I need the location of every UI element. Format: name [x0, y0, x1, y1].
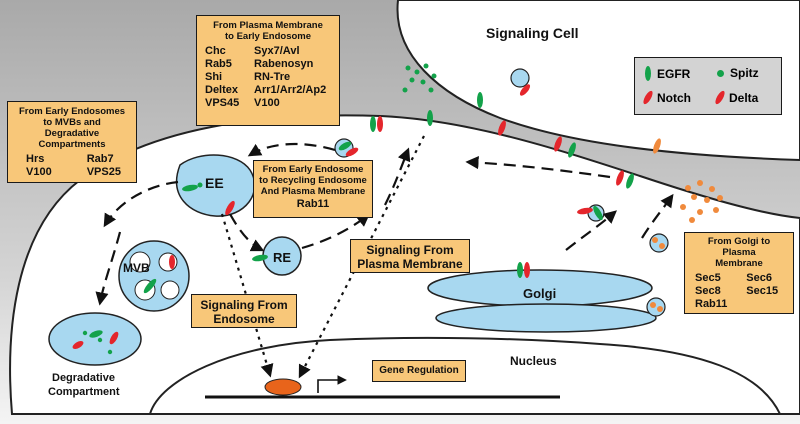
legend-notch: Notch: [641, 89, 691, 106]
signaling-cell-label: Signaling Cell: [486, 25, 579, 41]
gene-regulation-label: Gene Regulation: [379, 365, 459, 376]
box-ee-re-title-2: to Recycling Endosome: [259, 175, 367, 186]
protein-deltex: Deltex: [205, 84, 239, 96]
egfr-symbol: [645, 66, 651, 81]
box-pm-ee-items: Chc Syx7/Avl Rab5 Rabenosyn Shi RN-Tre D…: [205, 45, 331, 110]
ligand-dots: [82, 63, 723, 355]
protein-sec8: Sec8: [695, 285, 721, 297]
signal-endo-line-1: Signaling From: [200, 298, 288, 312]
box-golgi-title-1: From Golgi to Plasma: [707, 236, 771, 258]
mvb: [118, 240, 190, 312]
box-golgi-to-pm: From Golgi to Plasma Membrane Sec5 Sec6 …: [684, 232, 794, 314]
protein-arr: Arr1/Arr2/Ap2: [254, 84, 327, 96]
protein-rab11-golgi: Rab11: [695, 298, 728, 310]
legend-spitz-label: Spitz: [730, 66, 759, 80]
re-label: RE: [273, 250, 291, 265]
legend-delta: Delta: [713, 89, 759, 106]
box-ee-mvb-title-2: to MVBs and Degradative: [43, 117, 101, 139]
protein-rab7: Rab7: [86, 153, 114, 165]
early-endosome: [175, 154, 256, 217]
nucleus-label: Nucleus: [510, 354, 557, 368]
box-ee-re-title-1: From Early Endosome: [262, 164, 364, 175]
transcription-arrow: [317, 375, 347, 393]
membrane-proteins: [72, 84, 661, 349]
ee-label: EE: [205, 175, 224, 191]
degradative-label-2: Compartment: [48, 386, 120, 398]
degradative-compartment: [48, 312, 142, 366]
box-ee-re-title-3: And Plasma Membrane: [260, 186, 366, 197]
protein-sec6: Sec6: [746, 272, 772, 284]
protein-sec5: Sec5: [695, 272, 721, 284]
legend: EGFR Spitz Notch Delta: [634, 57, 782, 115]
box-golgi-items: Sec5 Sec6 Sec8 Sec15 Rab11: [691, 272, 787, 311]
protein-vps45: VPS45: [205, 97, 240, 109]
golgi-stack-2: [435, 303, 657, 333]
signaling-cell: [396, 0, 800, 162]
golgi-label: Golgi: [523, 286, 556, 301]
protein-rn-tre: RN-Tre: [254, 71, 291, 83]
delta-symbol: [713, 89, 727, 106]
protein-rab5: Rab5: [205, 58, 232, 70]
protein-rabenosyn: Rabenosyn: [254, 58, 314, 70]
legend-notch-label: Notch: [657, 90, 691, 105]
legend-spitz: Spitz: [717, 66, 759, 80]
signal-pm-line-1: Signaling From: [366, 243, 454, 257]
signal-endo-line-2: Endosome: [213, 312, 275, 326]
legend-egfr: EGFR: [645, 66, 690, 81]
box-ee-to-recycling: From Early Endosome to Recycling Endosom…: [253, 160, 373, 218]
protein-v100: V100: [254, 97, 280, 109]
protein-v100-b: V100: [26, 166, 52, 178]
box-gene-regulation: Gene Regulation: [372, 360, 466, 382]
box-ee-mvb-title-1: From Early Endosomes: [18, 106, 126, 117]
protein-syx7-avl: Syx7/Avl: [254, 45, 300, 57]
box-pm-ee-title-2: to Early Endosome: [224, 31, 312, 42]
box-ee-to-mvb: From Early Endosomes to MVBs and Degrada…: [7, 101, 137, 183]
protein-shi: Shi: [205, 71, 223, 83]
protein-chc: Chc: [205, 45, 226, 57]
legend-delta-label: Delta: [729, 90, 759, 105]
box-signaling-pm: Signaling From Plasma Membrane: [350, 239, 470, 273]
box-ee-mvb-title-3: Compartments: [38, 139, 106, 150]
mvb-label: MVB: [123, 261, 150, 275]
degradative-label-1: Degradative: [52, 372, 115, 384]
box-pm-to-ee: From Plasma Membrane to Early Endosome C…: [196, 15, 340, 126]
box-signaling-endosome: Signaling From Endosome: [191, 294, 297, 328]
protein-vps25: VPS25: [86, 166, 121, 178]
box-golgi-title-2: Membrane: [715, 258, 763, 269]
protein-hrs: Hrs: [26, 153, 45, 165]
signal-pm-line-2: Plasma Membrane: [357, 257, 463, 271]
transcription-factor: [264, 378, 302, 396]
box-ee-mvb-items: Hrs Rab7 V100 VPS25: [16, 153, 128, 179]
notch-symbol: [641, 89, 655, 106]
box-pm-ee-title-1: From Plasma Membrane: [213, 20, 323, 31]
protein-rab11-re: Rab11: [296, 198, 330, 210]
spitz-symbol: [717, 69, 724, 77]
protein-sec15: Sec15: [746, 285, 779, 297]
legend-egfr-label: EGFR: [657, 66, 691, 81]
